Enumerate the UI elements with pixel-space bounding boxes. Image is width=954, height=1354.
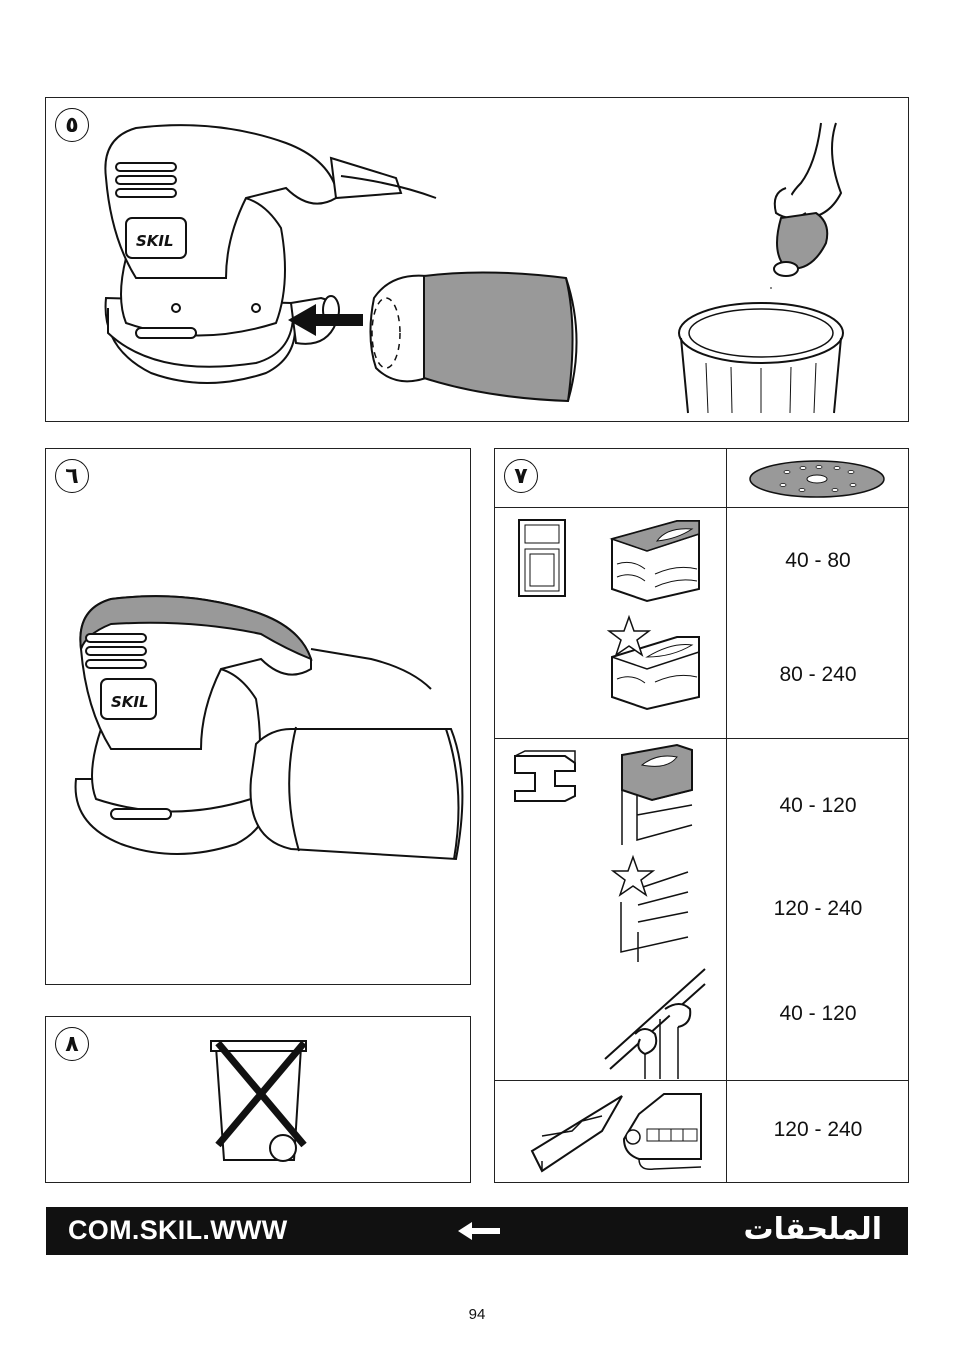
figure-8-panel: ٨ [45, 1016, 471, 1183]
fig5-brand-logo: SKIL [136, 232, 174, 250]
grit-value: 120 - 240 [773, 897, 863, 920]
crossed-bin-icon [210, 1040, 307, 1162]
fig6-brand-logo: SKIL [111, 693, 149, 711]
figure-6-badge: ٦ [55, 459, 89, 493]
grit-value: 120 - 240 [773, 1118, 863, 1141]
sanding-disc-icon [749, 460, 885, 498]
wood-door-icon [518, 519, 566, 597]
boat-icon [530, 1095, 623, 1173]
grit-value: 40 - 120 [779, 794, 857, 817]
arrow-left-icon [458, 1222, 500, 1240]
figure-5-panel: ٥ SKIL [45, 97, 909, 422]
website-url[interactable]: COM.SKIL.WWW [68, 1215, 288, 1245]
metal-finish-icon [610, 854, 689, 962]
dust-container-illustration [369, 271, 578, 403]
figure-7-table: ٧ [494, 448, 909, 1183]
page-number: 94 [468, 1306, 486, 1323]
figure-8-badge: ٨ [55, 1027, 89, 1061]
figure-6-panel: ٦ SKIL [45, 448, 471, 985]
sander-with-container-illustration: SKIL [74, 595, 464, 861]
figure-7-badge: ٧ [504, 459, 538, 493]
sander-illustration: SKIL [104, 124, 437, 384]
section-title: الملحقات [743, 1212, 882, 1247]
wood-finish-icon [606, 614, 700, 711]
figure-5-badge: ٥ [55, 108, 89, 142]
wood-rough-icon [609, 520, 700, 603]
metal-rough-icon [621, 743, 693, 845]
grit-value: 80 - 240 [779, 663, 857, 686]
emptying-dust-illustration [678, 122, 844, 414]
car-icon [622, 1093, 702, 1171]
metal-beam-icon [514, 750, 576, 802]
footer-bar: COM.SKIL.WWW الملحقات [46, 1207, 908, 1255]
insert-arrow-icon [288, 304, 363, 336]
grit-value: 40 - 120 [779, 1002, 857, 1025]
metal-railing-icon [604, 968, 706, 1079]
grit-value: 40 - 80 [785, 549, 851, 572]
